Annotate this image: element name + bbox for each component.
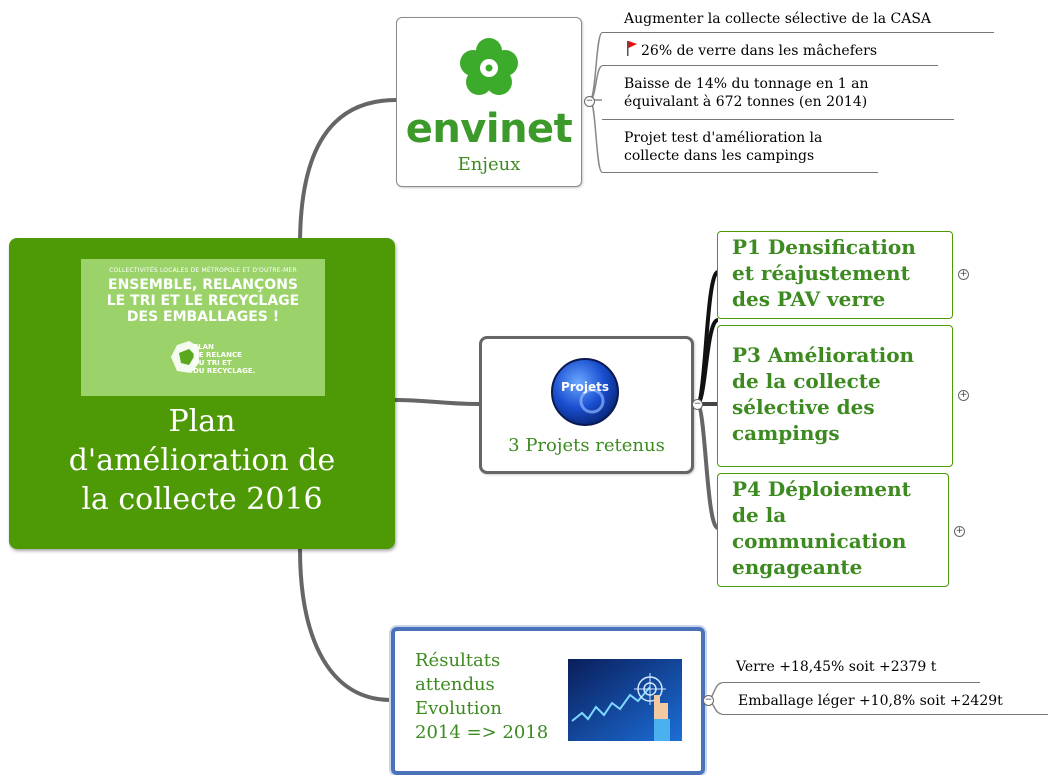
poster-small-text: COLLECTIVITÉS LOCALES DE MÉTROPOLE ET D'… [109, 267, 297, 274]
envinet-flower-logo [460, 38, 518, 95]
p4-expand-toggle[interactable]: + [954, 526, 965, 537]
projets-icon-text: Projets [561, 380, 609, 394]
resultats-topic[interactable]: Résultats attendus Evolution 2014 => 201… [391, 627, 705, 775]
enjeux-item-3[interactable]: Baisse de 14% du tonnage en 1 an équival… [624, 76, 869, 110]
poster-headline: ENSEMBLE, RELANÇONS LE TRI ET LE RECYCLA… [106, 277, 300, 325]
p3-expand-toggle[interactable]: + [958, 390, 969, 401]
envinet-logo-word: envinet [405, 106, 573, 152]
enjeux-item-1[interactable]: Augmenter la collecte sélective de la CA… [624, 11, 932, 27]
enjeux-label: Enjeux [457, 154, 521, 175]
poster-badge-text: PLAN DE RELANCE DU TRI ET DU RECYCLAGE. [193, 343, 256, 375]
france-map-icon [171, 341, 199, 373]
resultats-collapse-toggle[interactable]: − [703, 695, 714, 706]
relance-tri-poster: COLLECTIVITÉS LOCALES DE MÉTROPOLE ET D'… [81, 259, 325, 396]
project-p1[interactable]: P1 Densification et réajustement des PAV… [717, 231, 953, 319]
result-item-verre[interactable]: Verre +18,45% soit +2379 t [736, 659, 937, 675]
divider [602, 172, 878, 173]
project-p4[interactable]: P4 Déploiement de la communication engag… [717, 473, 949, 587]
project-p3[interactable]: P3 Amélioration de la collecte sélective… [717, 325, 953, 467]
enjeux-collapse-toggle[interactable]: − [584, 96, 595, 107]
divider [602, 119, 954, 120]
enjeux-item-4[interactable]: Projet test d'amélioration la collecte d… [624, 130, 823, 164]
divider [602, 65, 938, 66]
red-flag-icon [627, 41, 637, 56]
projets-label: 3 Projets retenus [508, 435, 665, 456]
divider [722, 714, 1048, 715]
projets-topic[interactable]: Projets 3 Projets retenus [479, 336, 694, 474]
central-title: Plan d'amélioration de la collecte 2016 [68, 404, 336, 517]
growth-chart-image [568, 659, 682, 741]
divider [722, 682, 980, 683]
enjeux-item-2[interactable]: 26% de verre dans les mâchefers [641, 43, 878, 59]
divider [602, 32, 994, 33]
projets-globe-icon: Projets [551, 358, 619, 426]
central-topic[interactable]: COLLECTIVITÉS LOCALES DE MÉTROPOLE ET D'… [9, 238, 395, 549]
enjeux-topic[interactable]: envinet Enjeux [396, 17, 582, 187]
p1-expand-toggle[interactable]: + [958, 269, 969, 280]
result-item-emballage[interactable]: Emballage léger +10,8% soit +2429t [738, 693, 1003, 709]
resultats-label: Résultats attendus Evolution 2014 => 201… [415, 650, 549, 743]
projets-collapse-toggle[interactable]: − [692, 399, 703, 410]
